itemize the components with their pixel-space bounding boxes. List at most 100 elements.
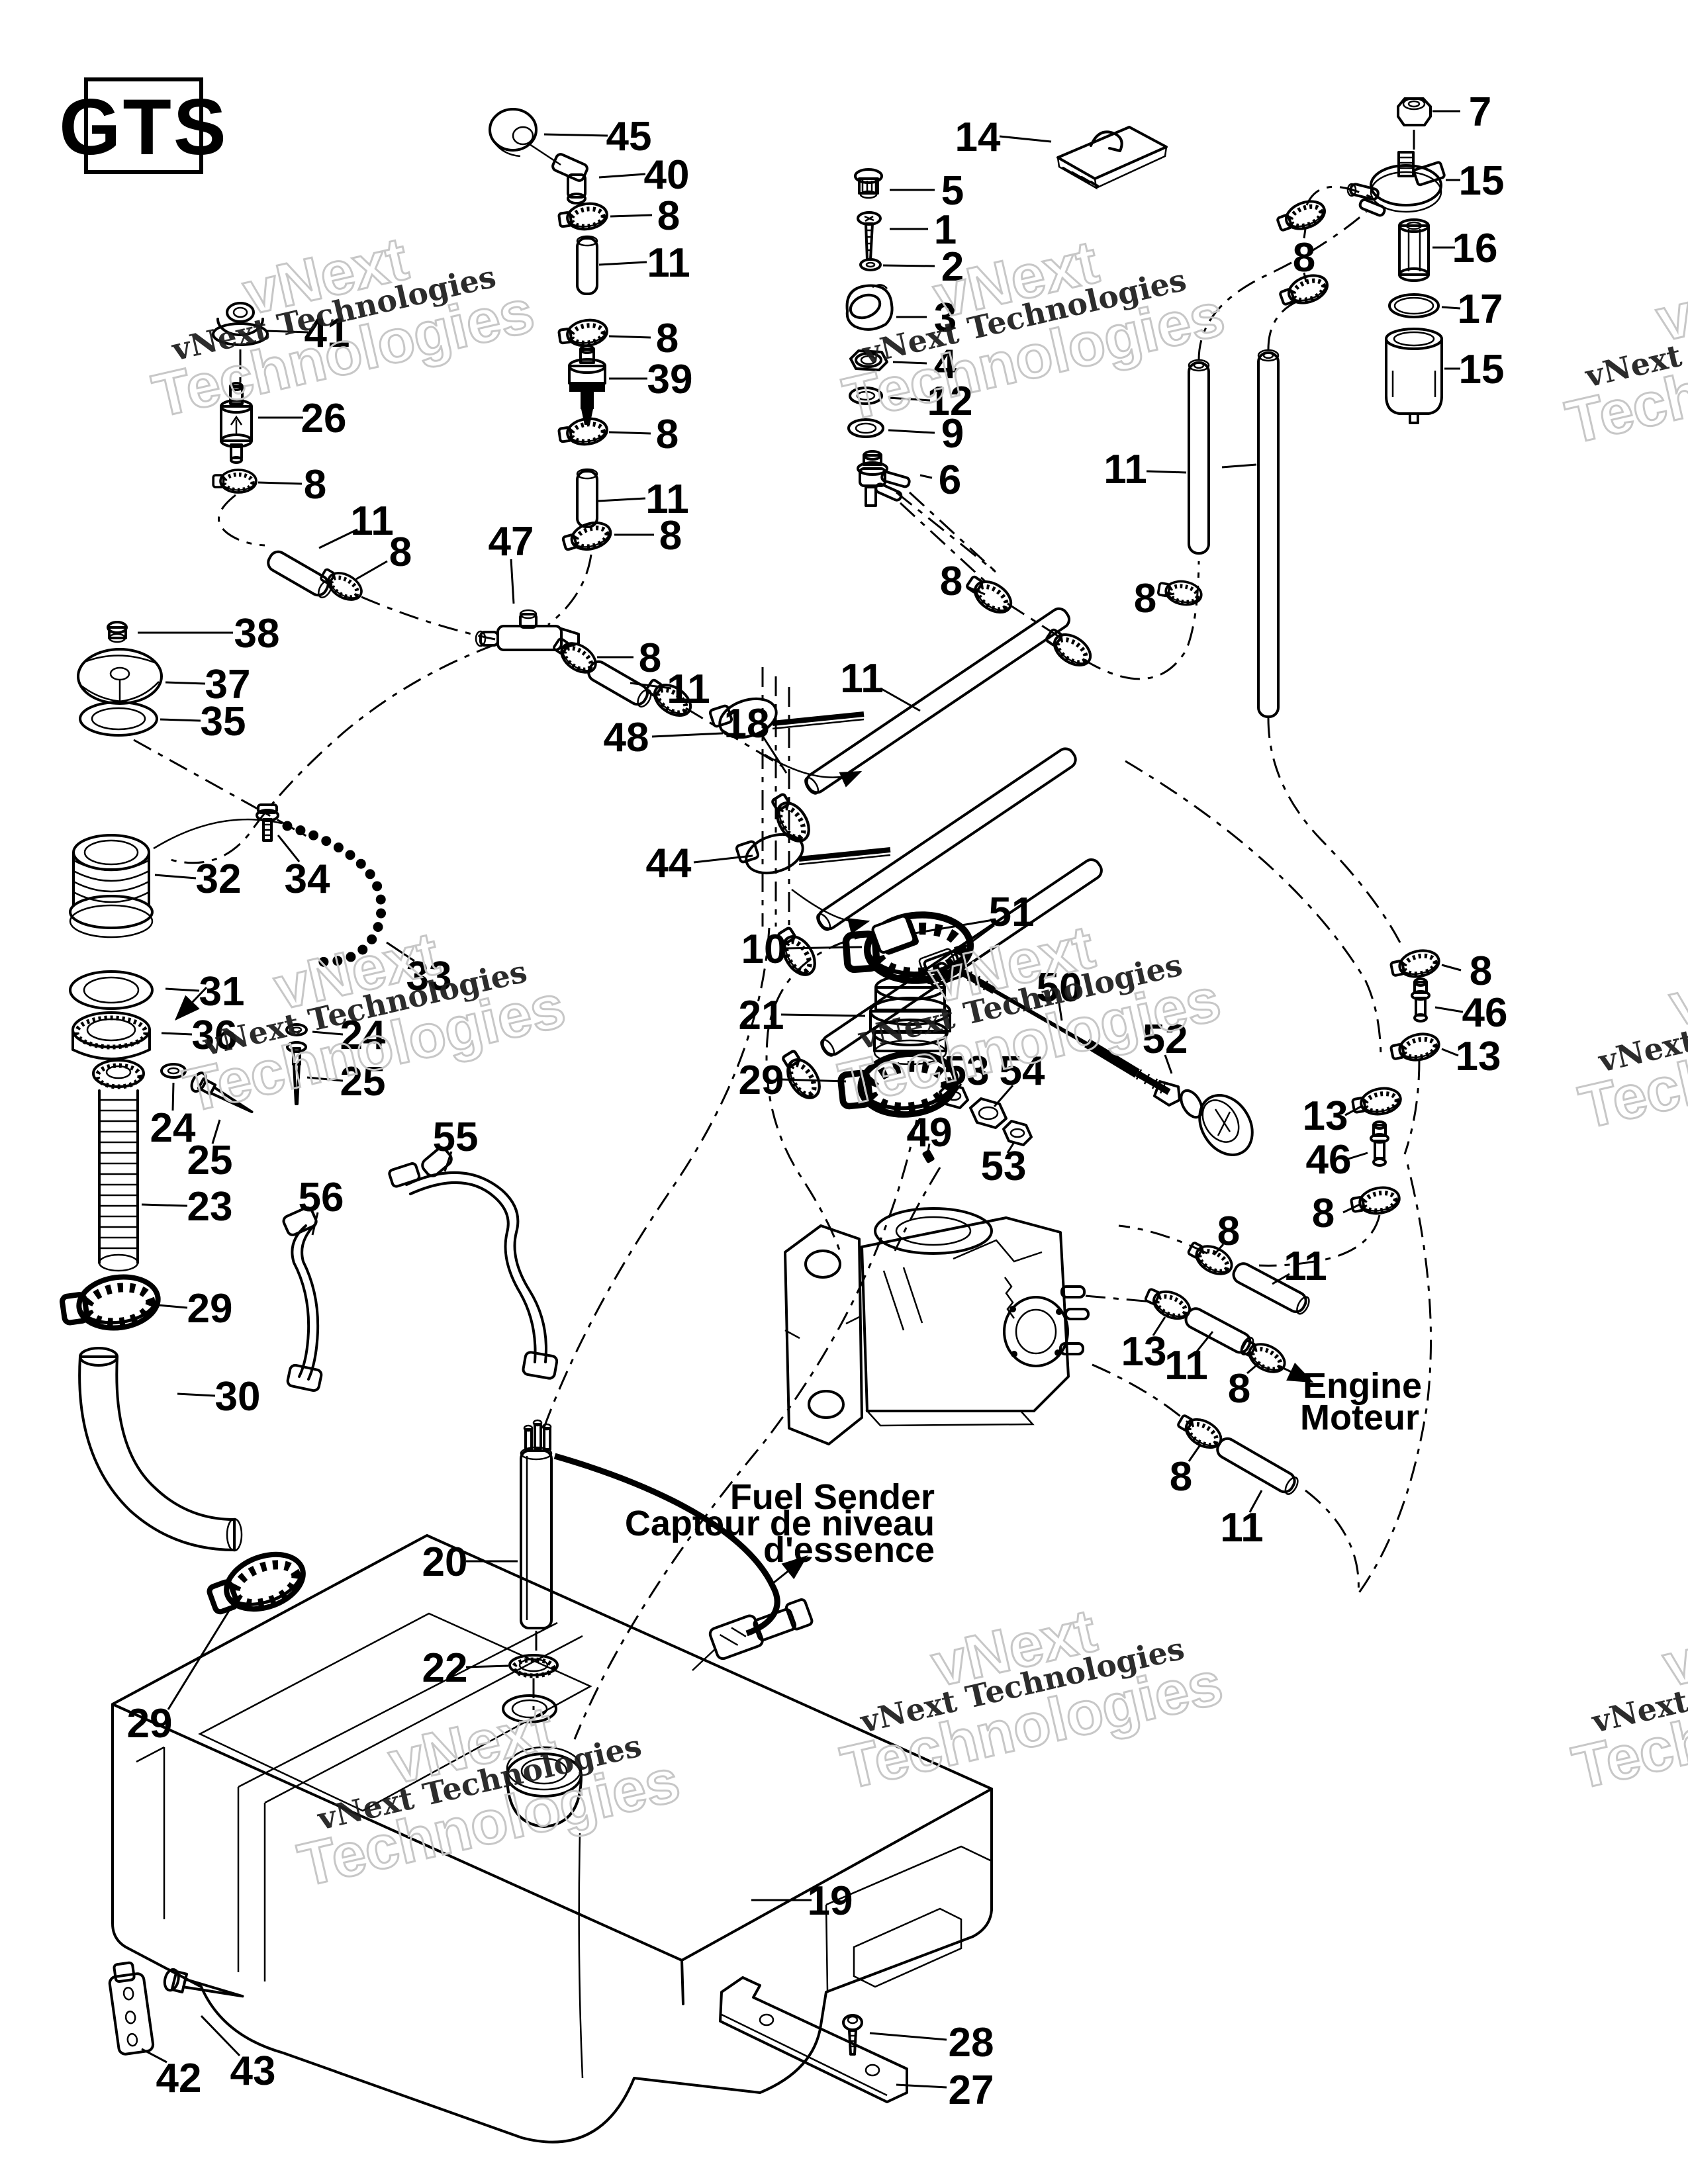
part-number: 18 [724,701,770,747]
part-number: 25 [187,1138,233,1183]
leader-line [598,261,647,266]
part-label-13-69: 13 [1441,1034,1501,1079]
part-label-54-84: 54 [993,1048,1045,1107]
part-label-11-16: 11 [318,498,394,549]
part-label-11-76: 11 [1164,1331,1214,1388]
part-label-4-48: 4 [892,341,957,387]
leader-line [177,1392,216,1397]
part-label-37-19: 37 [165,662,250,707]
part-number: 41 [305,310,350,356]
fuel-filter-chain [213,302,496,641]
leader-line [141,2048,167,2064]
part-label-50-81: 50 [1037,965,1082,1021]
part-label-1-45: 1 [890,207,957,253]
part-number: 8 [1293,235,1315,281]
leader-line [1152,1316,1166,1336]
leader-line [157,1304,188,1309]
leader-line [999,135,1052,143]
part-label-21-59: 21 [739,993,866,1038]
part-number: 8 [1470,948,1492,994]
part-label-11-52: 11 [1103,447,1257,492]
part-number: 29 [187,1286,233,1332]
leader-line [914,919,994,934]
part-number: 11 [1220,1505,1264,1551]
part-number: 55 [433,1115,479,1160]
part-label-17-64: 17 [1441,287,1503,332]
leader-line [954,1083,962,1093]
part-label-9-50: 9 [888,411,964,457]
part-number: 12 [927,379,973,424]
leader-line [465,1664,509,1668]
part-number: 11 [667,666,710,712]
part-number: 8 [940,559,962,604]
part-label-38-18: 38 [138,611,279,657]
leader-line [1441,964,1462,972]
leader-line [761,735,788,774]
part-label-44-57: 44 [646,841,753,886]
part-number: 8 [1228,1366,1250,1412]
fuel-sender-assembly [508,1419,814,1710]
leader-line [993,1085,1014,1107]
part-number: 46 [1306,1137,1352,1183]
part-label-25-29: 25 [187,1119,233,1183]
part-label-43-40: 43 [200,2015,275,2094]
part-label-7-61: 7 [1432,89,1491,135]
part-number: 1 [934,207,957,253]
part-label-24-28: 24 [150,1082,196,1151]
part-number: 8 [389,529,412,575]
leader-line [1441,306,1461,310]
leader-line [258,481,303,485]
part-number: 28 [949,2020,994,2066]
part-number: 31 [199,969,245,1015]
leader-line [608,431,651,435]
part-number: 11 [645,477,689,522]
leader-line [161,1032,193,1036]
part-label-27-42: 27 [896,2068,994,2113]
part-label-53-86: 53 [981,1142,1026,1189]
part-number: 27 [949,2068,994,2113]
leader-line [608,335,651,339]
part-number: 22 [422,1645,468,1691]
part-label-32-21: 32 [154,856,241,902]
part-label-8-73: 8 [1213,1208,1240,1255]
filler-hose-assembly [60,1059,311,1624]
leader-line [1342,1203,1360,1214]
mounting-hardware [108,1961,908,2103]
part-label-29-35: 29 [127,1604,234,1747]
model-name: GTS [59,83,228,171]
part-number: 29 [739,1058,784,1103]
part-label-5-44: 5 [890,168,964,214]
gauge-hardware-column [845,126,1168,584]
leader-line [1058,1003,1063,1021]
part-label-15-65: 15 [1444,347,1504,392]
part-label-49-85: 49 [907,1110,953,1156]
leader-line [1303,272,1307,283]
part-number: 24 [150,1105,196,1151]
part-number: 13 [1121,1329,1167,1375]
part-label-40-1: 40 [598,152,689,198]
part-number: 25 [340,1059,386,1105]
leader-line [510,559,515,604]
part-label-28-41: 28 [869,2020,994,2066]
part-label-11-79: 11 [1220,1490,1264,1551]
part-label-8-2: 8 [610,193,680,239]
leader-line [949,924,995,960]
part-number: 13 [1303,1093,1348,1139]
part-label-3-47: 3 [896,295,957,341]
part-number: 8 [657,193,680,239]
part-label-26-14: 26 [258,396,346,441]
part-label-19-38: 19 [751,1878,853,1924]
part-label-13-75: 13 [1121,1316,1167,1375]
leader-line [869,2032,947,2041]
leader-line [165,987,200,992]
tank-straps [282,1147,559,1392]
choke-cable-assembly [765,915,1254,1254]
part-label-29-31: 29 [157,1286,233,1332]
leader-line [160,718,201,722]
part-label-25-27: 25 [306,1059,386,1105]
fuel-sender-line2: Capteur de niveau [625,1504,935,1543]
